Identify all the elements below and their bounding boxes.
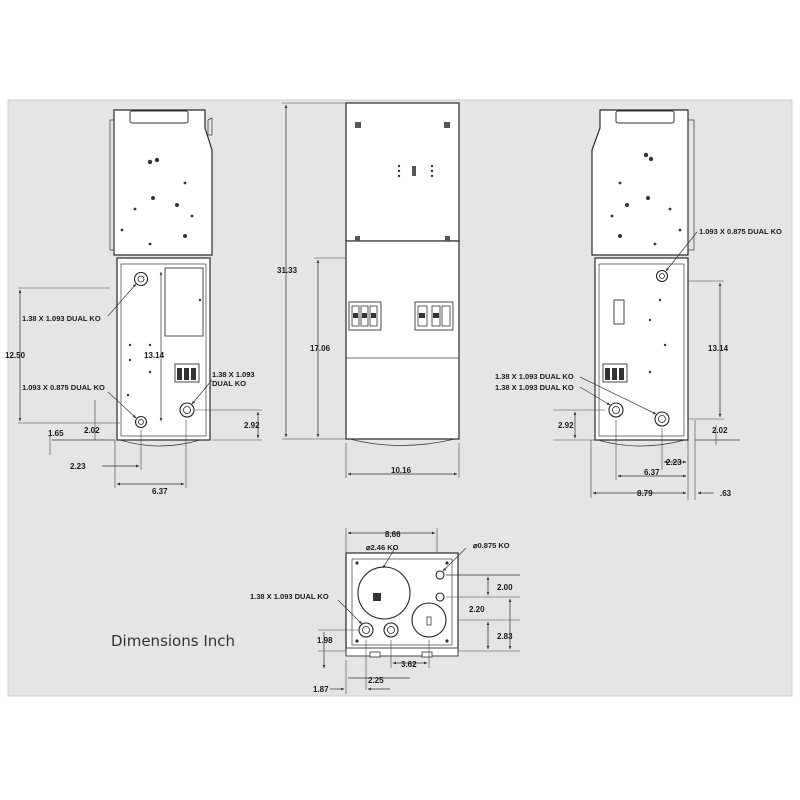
right-dim-13-14: 13.14 — [708, 344, 729, 353]
bottom-dim-2-25: 2.25 — [368, 676, 384, 685]
right-dim-2-92: 2.92 — [558, 421, 574, 430]
right-ko-label-2: 1.38 X 1.093 DUAL KO — [495, 383, 574, 392]
right-ko-left — [608, 402, 624, 418]
left-ko-top-label: 1.38 X 1.093 DUAL KO — [22, 314, 101, 323]
left-ko-right — [179, 402, 195, 418]
front-breakers-left — [348, 301, 382, 331]
bottom-dim-1-98: 1.98 — [317, 636, 333, 645]
bottom-dual-ko-2 — [383, 622, 399, 638]
left-ko-bottom — [134, 415, 148, 429]
right-dim-2-02: 2.02 — [712, 426, 728, 435]
right-dim-0-63: .63 — [720, 489, 732, 498]
bottom-dia-0-875: ⌀0.875 KO — [473, 541, 510, 550]
right-ko-bottom — [654, 411, 670, 427]
left-dim-2-23: 2.23 — [70, 462, 86, 471]
left-side-view: 1.38 X 1.093 DUAL KO 1.093 X 0.875 DUAL … — [5, 109, 262, 496]
bottom-dim-1-87: 1.87 — [313, 685, 329, 694]
right-upper-housing — [591, 109, 689, 256]
left-dim-2-92: 2.92 — [244, 421, 260, 430]
left-dim-1-65: 1.65 — [48, 429, 64, 438]
left-dim-12-50: 12.50 — [5, 351, 26, 360]
right-dim-6-37: 6.37 — [644, 468, 660, 477]
left-ko-top — [133, 271, 149, 287]
left-dim-13-14: 13.14 — [144, 351, 165, 360]
front-view: 31.33 17.06 10.16 — [277, 102, 460, 478]
left-window — [164, 267, 204, 337]
front-dim-31-33: 31.33 — [277, 266, 298, 275]
front-upper-housing — [345, 102, 460, 242]
front-dim-10-16: 10.16 — [391, 466, 412, 475]
right-dim-2-23: 2.23 — [666, 458, 682, 467]
bottom-dim-2-20: 2.20 — [469, 605, 485, 614]
bottom-dim-3-62: 3.62 — [401, 660, 417, 669]
dimensions-caption: Dimensions Inch — [111, 632, 235, 650]
right-dim-8-79: 8.79 — [637, 489, 653, 498]
front-lower-box — [345, 240, 460, 440]
bottom-dim-8-66: 8.66 — [385, 530, 401, 539]
left-handle — [129, 110, 189, 124]
left-ko-small-label: 1.093 X 0.875 DUAL KO — [22, 383, 105, 392]
left-back-flange — [109, 119, 115, 251]
right-side-view: 1.093 X 0.875 DUAL KO 1.38 X 1.093 DUAL … — [495, 109, 782, 500]
right-ko-top-label: 1.093 X 0.875 DUAL KO — [699, 227, 782, 236]
bottom-dia-2-46: ⌀2.46 KO — [366, 543, 399, 552]
bottom-view: 8.66 ⌀2.46 KO ⌀0.875 KO 1.38 X 1.093 DUA… — [250, 528, 520, 694]
bottom-ko-label: 1.38 X 1.093 DUAL KO — [250, 592, 329, 601]
bottom-large-ko — [357, 566, 411, 620]
left-dim-6-37: 6.37 — [152, 487, 168, 496]
right-ko-label-1: 1.38 X 1.093 DUAL KO — [495, 372, 574, 381]
bottom-small-ko-1 — [435, 570, 445, 580]
left-ko-right-label-1: 1.38 X 1.093 — [212, 370, 255, 379]
bottom-dim-2-83: 2.83 — [497, 632, 513, 641]
left-ko-right-label-2: DUAL KO — [212, 379, 246, 388]
front-breakers-right — [414, 301, 454, 331]
bottom-dim-2-00: 2.00 — [497, 583, 513, 592]
front-dim-17-06: 17.06 — [310, 344, 331, 353]
right-ko-top — [655, 269, 669, 283]
bottom-dual-ko — [358, 622, 374, 638]
right-handle — [615, 110, 675, 124]
left-upper-housing — [113, 109, 213, 256]
bottom-small-ko-2 — [435, 592, 445, 602]
left-dim-2-02: 2.02 — [84, 426, 100, 435]
